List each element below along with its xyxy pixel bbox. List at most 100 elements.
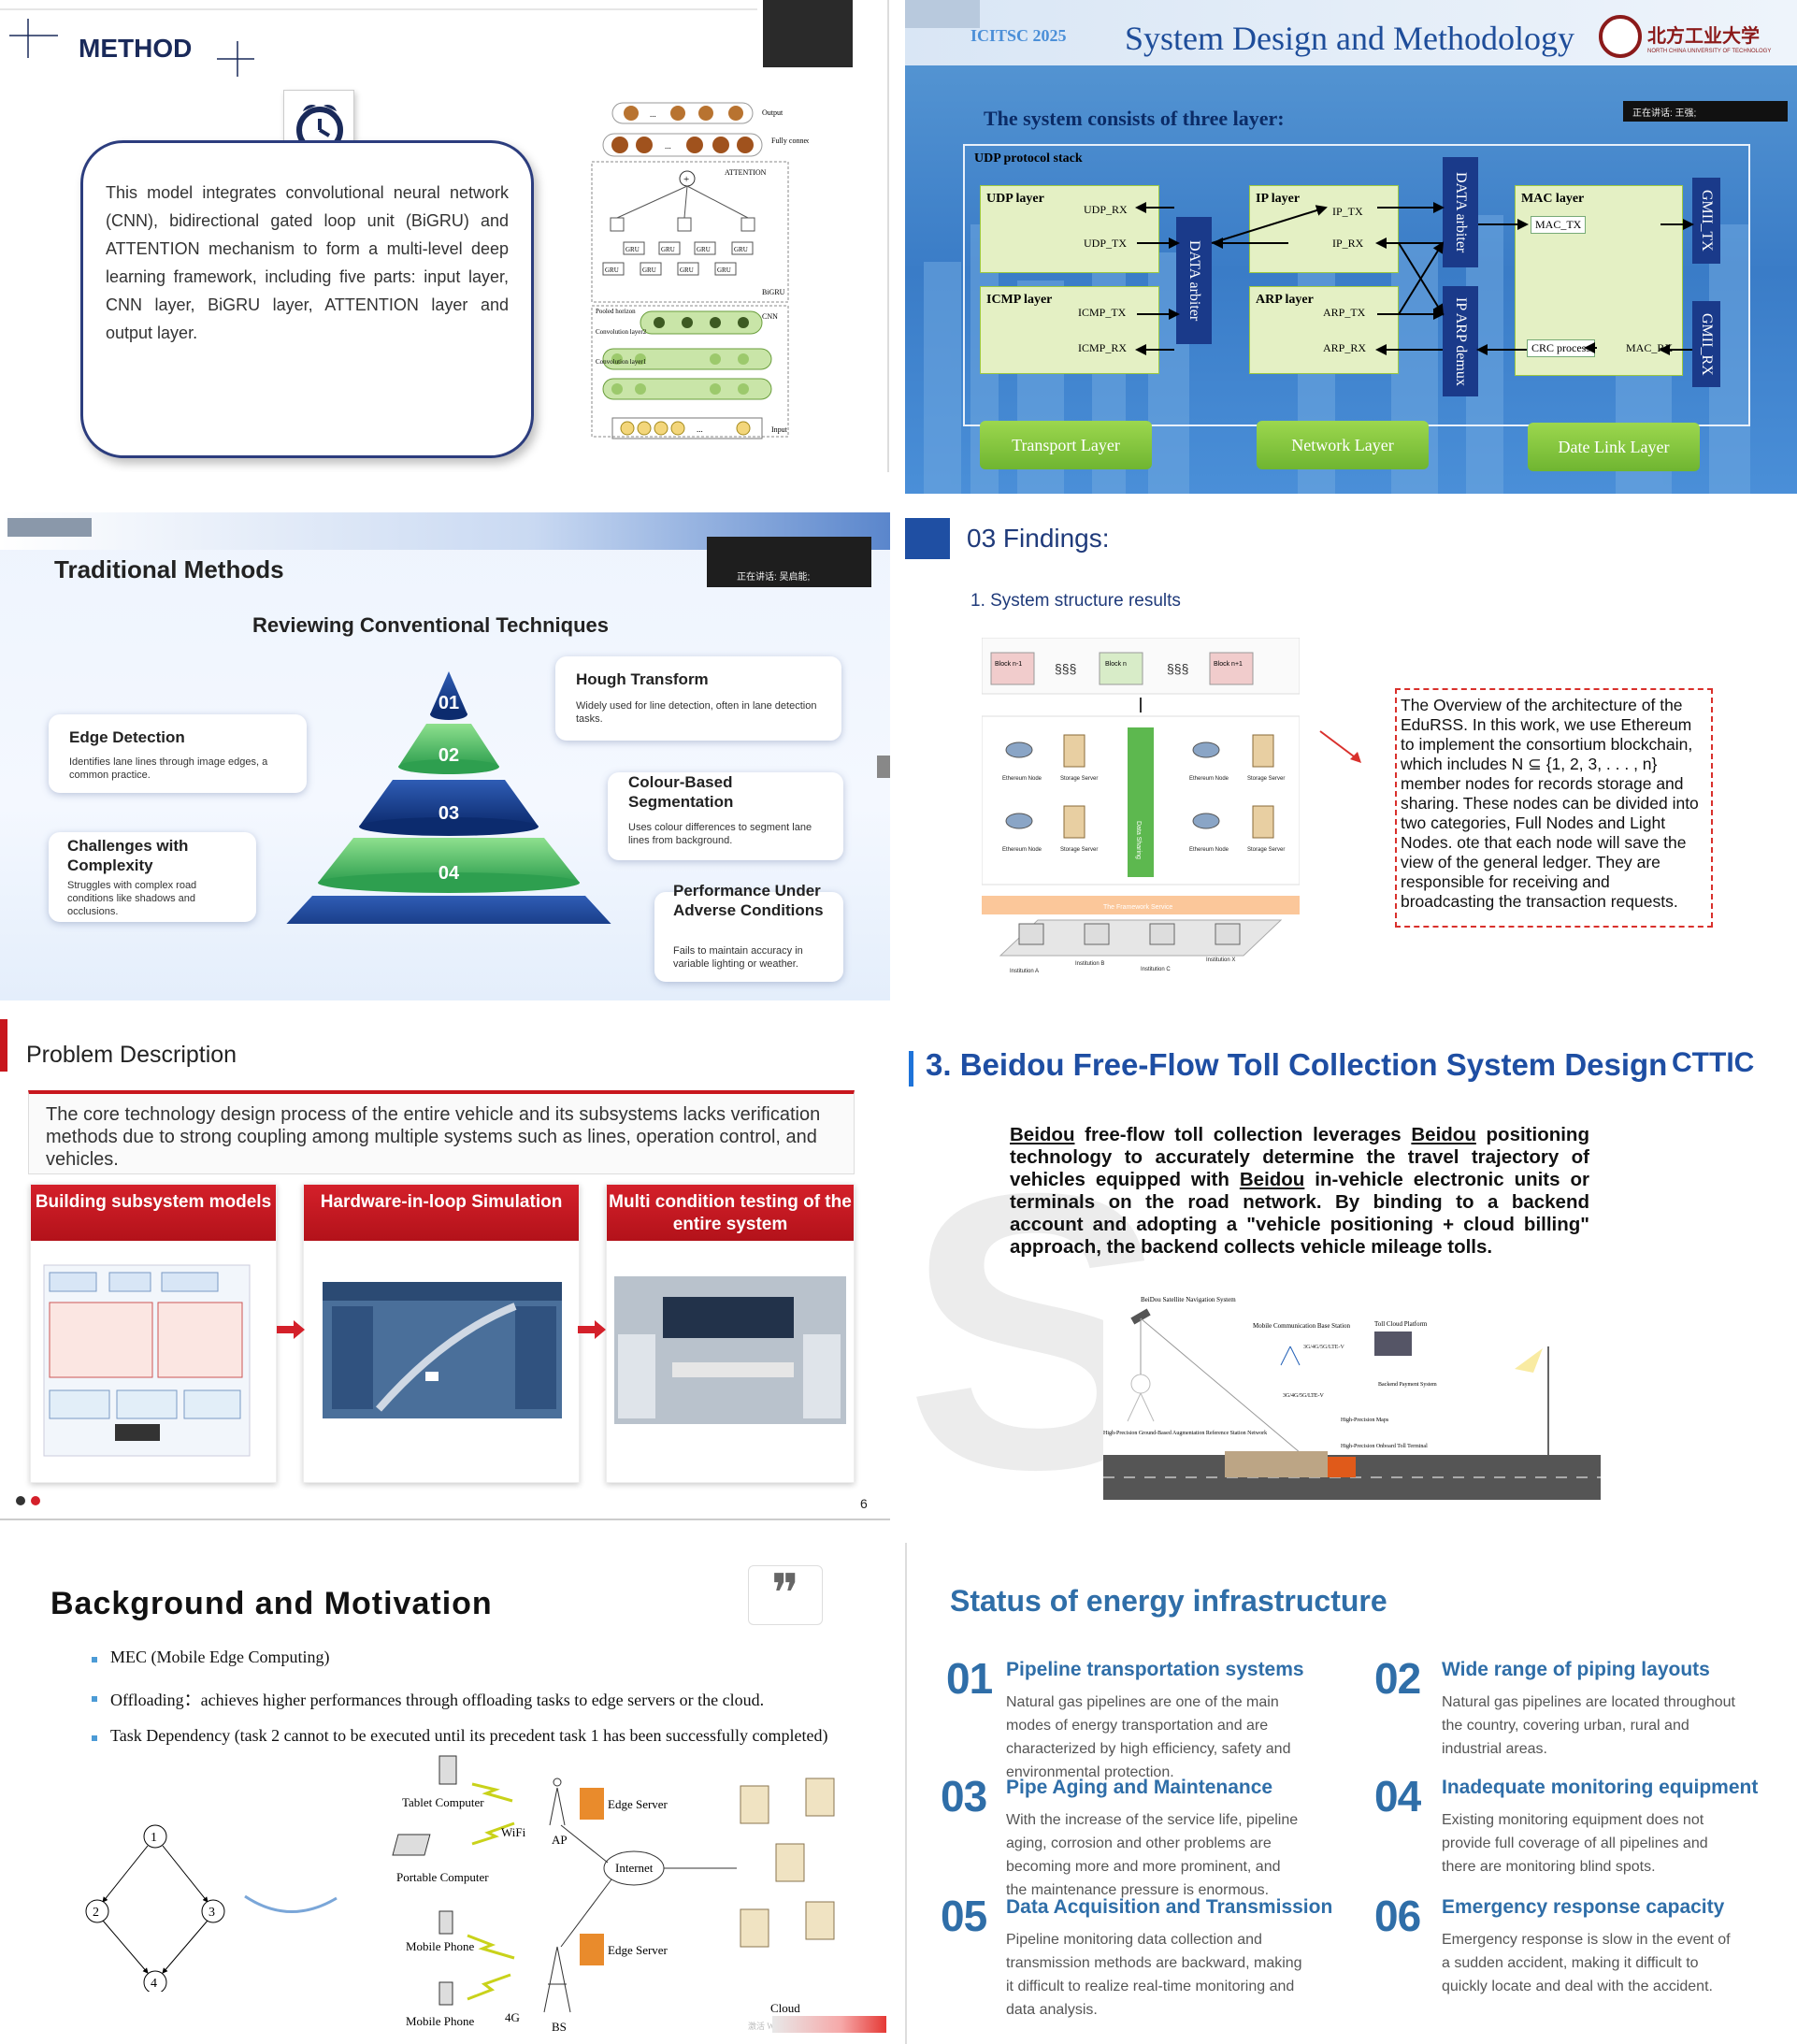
arrow-right-icon <box>578 1320 606 1339</box>
item-text: Natural gas pipelines are one of the mai… <box>1006 1694 1291 1780</box>
university-seal-icon <box>1599 15 1642 58</box>
item-text: Pipeline monitoring data collection and … <box>1006 1932 1302 2018</box>
phone-icon <box>438 1910 453 1935</box>
svg-text:Ethereum Node: Ethereum Node <box>1189 847 1229 853</box>
transport-layer-button[interactable]: Transport Layer <box>980 421 1152 469</box>
svg-text:Storage Server: Storage Server <box>1060 776 1098 782</box>
item-heading: Inadequate monitoring equipment <box>1442 1777 1759 1798</box>
svg-text:Ethereum Node: Ethereum Node <box>1002 847 1042 853</box>
blurred-overlay <box>772 2016 886 2033</box>
cnn-bigru-attention-diagram: ... Output ... Fully connected ATTENTION… <box>591 102 809 439</box>
svg-text:Edge Server: Edge Server <box>608 1943 668 1957</box>
svg-text:Ethereum Node: Ethereum Node <box>1189 776 1229 782</box>
item-number: 06 <box>1374 1892 1421 1940</box>
svg-text:Edge Server: Edge Server <box>608 1797 668 1811</box>
svg-text:GRU: GRU <box>697 246 711 253</box>
item-number: 01 <box>946 1654 993 1703</box>
stack-label: UDP protocol stack <box>974 151 1083 166</box>
svg-text:GRU: GRU <box>605 266 619 274</box>
svg-text:Block n+1: Block n+1 <box>1214 661 1243 668</box>
video-thumbnail[interactable] <box>763 0 853 67</box>
pyramid-tier-2 <box>398 724 499 767</box>
label-fc: Fully connected <box>771 137 809 145</box>
slide-title: METHOD <box>79 34 193 63</box>
svg-text:Storage Server: Storage Server <box>1247 847 1285 853</box>
nav-arrows-icon[interactable] <box>15 1494 45 1507</box>
svg-text:Ethereum Node: Ethereum Node <box>1002 776 1042 782</box>
slide-background-motivation: Background and Motivation ❞ MEC (Mobile … <box>0 1543 890 2044</box>
label-output: Output <box>762 108 783 117</box>
slide-traditional-methods: Traditional Methods 正在讲话: 吴启能; Reviewing… <box>0 512 890 1000</box>
svg-text:High-Precision Ground-Based Au: High-Precision Ground-Based Augmentation… <box>1103 1430 1267 1436</box>
server-icon <box>1374 1331 1412 1356</box>
simulation-screenshot <box>323 1282 562 1418</box>
svg-text:High-Precision Onboard Toll Te: High-Precision Onboard Toll Terminal <box>1341 1444 1428 1449</box>
slide-method: METHOD This model integrates convolution… <box>0 0 890 472</box>
speaker-indicator: 正在讲话: 吴启能; <box>737 572 811 583</box>
speaker-indicator: 正在讲话: 王强; <box>1623 101 1788 122</box>
meeting-toolbar[interactable] <box>707 537 871 587</box>
slide-energy-infrastructure: Status of energy infrastructure 01 Pipel… <box>905 1543 1797 2044</box>
findings-note: The Overview of the architecture of the … <box>1395 688 1713 928</box>
bullet-dot <box>92 1735 97 1741</box>
svg-text:4G: 4G <box>505 2010 520 2024</box>
column-hil-simulation: Hardware-in-loop Simulation <box>303 1184 580 1483</box>
slide-title: Status of energy infrastructure <box>950 1584 1387 1618</box>
svg-text:+: + <box>683 174 689 185</box>
datalink-layer-button[interactable]: Date Link Layer <box>1528 423 1700 471</box>
ip-layer-box: IP layer IP_TX IP_RX <box>1249 185 1399 273</box>
data-arbiter-bar-2: DATA arbiter <box>1443 157 1478 267</box>
block-chain: Block n-1 Block n Block n+1 §§§§§§ <box>990 652 1254 685</box>
item-number: 02 <box>1374 1654 1421 1703</box>
university-name: 北方工业大学 <box>1647 26 1760 47</box>
slide-system-design: ICITSC 2025 System Design and Methodolog… <box>905 0 1797 494</box>
svg-text:Block n-1: Block n-1 <box>995 661 1022 668</box>
mec-network-diagram: Tablet Computer Portable Computer Mobile… <box>392 1755 835 2034</box>
svg-text:2: 2 <box>93 1906 99 1920</box>
slide-title: 03 Findings: <box>967 524 1110 553</box>
svg-text:§§§: §§§ <box>1055 661 1076 676</box>
svg-text:Storage Server: Storage Server <box>1060 847 1098 853</box>
svg-text:High-Precision Maps: High-Precision Maps <box>1341 1418 1389 1423</box>
edge-server-icon <box>580 1934 604 1965</box>
svg-text:GRU: GRU <box>680 266 694 274</box>
method-card: This model integrates convolutional neur… <box>80 140 534 458</box>
card-edge-detection: Edge Detection Identifies lane lines thr… <box>49 714 307 793</box>
phone-icon <box>438 1981 453 2006</box>
ip-arp-demux-bar: IP ARP demux <box>1443 286 1478 396</box>
svg-text:...: ... <box>650 109 656 119</box>
slide-title: Problem Description <box>26 1042 237 1068</box>
item-heading: Wide range of piping layouts <box>1442 1659 1710 1680</box>
svg-text:AP: AP <box>552 1833 568 1847</box>
item-text: With the increase of the service life, p… <box>1006 1812 1299 1898</box>
svg-text:3G/4G/5G/LTE-V: 3G/4G/5G/LTE-V <box>1283 1393 1324 1399</box>
network-layer-button[interactable]: Network Layer <box>1257 421 1429 469</box>
slide-title: Traditional Methods <box>54 555 284 583</box>
svg-text:BS: BS <box>552 2020 567 2034</box>
satellite-icon <box>1130 1308 1151 1325</box>
svg-text:Portable Computer: Portable Computer <box>396 1870 489 1884</box>
item-number: 03 <box>941 1772 987 1821</box>
arp-layer-box: ARP layer ARP_TX ARP_RX <box>1249 286 1399 374</box>
blockchain-architecture-diagram: Block n-1 Block n Block n+1 §§§§§§ Ether… <box>982 638 1300 974</box>
curved-arrow-icon <box>244 1894 338 1913</box>
svg-text:§§§: §§§ <box>1167 661 1188 676</box>
slide-title: System Design and Methodology <box>1125 20 1574 57</box>
cttic-logo: CTTIC <box>1672 1047 1755 1078</box>
svg-text:Institution C: Institution C <box>1141 967 1171 972</box>
bullet-dot <box>92 1657 97 1663</box>
slide-header-bar <box>905 0 1797 65</box>
gmii-tx-bar: GMII_TX <box>1692 178 1720 264</box>
svg-text:GRU: GRU <box>661 246 675 253</box>
method-text: This model integrates convolutional neur… <box>106 183 509 342</box>
slide-title: 3. Beidou Free-Flow Toll Collection Syst… <box>926 1047 1668 1082</box>
slide-subtitle: 1. System structure results <box>970 591 1181 611</box>
svg-text:WiFi: WiFi <box>501 1825 526 1839</box>
collapse-handle[interactable] <box>877 756 890 778</box>
slide-subtitle: Reviewing Conventional Techniques <box>252 613 609 637</box>
label-cnn: CNN <box>762 312 778 321</box>
svg-text:4: 4 <box>151 1977 157 1991</box>
bullet-dot <box>92 1696 97 1702</box>
svg-text:Mobile Phone: Mobile Phone <box>406 1939 475 1953</box>
truck-icon <box>1225 1451 1328 1477</box>
